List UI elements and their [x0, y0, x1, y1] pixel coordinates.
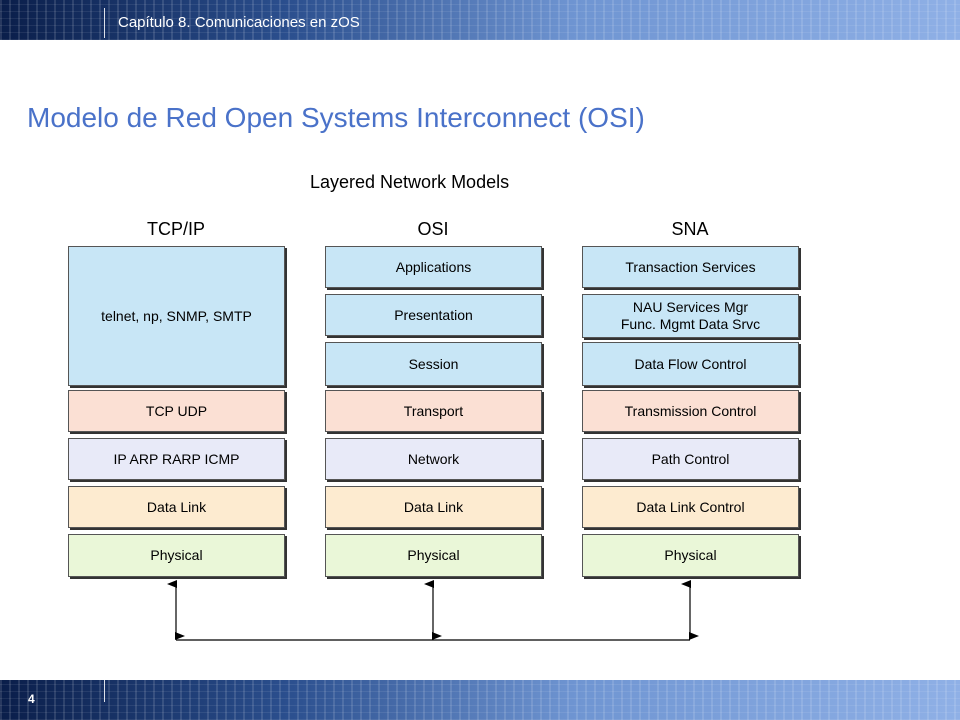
sna-layer-transmission-control: Transmission Control	[582, 390, 799, 432]
diagram-title: Layered Network Models	[310, 172, 510, 192]
tcpip-layer-application: telnet, np, SNMP, SMTP	[68, 246, 285, 386]
tcpip-layer-network: IP ARP RARP ICMP	[68, 438, 285, 480]
header-banner: Capítulo 8. Comunicaciones en zOS	[0, 0, 960, 40]
sna-layer-data-flow-control: Data Flow Control	[582, 342, 799, 386]
banner-divider	[104, 680, 105, 702]
page-number: 4	[28, 692, 35, 706]
footer-banner: 4	[0, 680, 960, 720]
tcpip-layer-physical: Physical	[68, 534, 285, 577]
banner-texture	[0, 680, 960, 720]
tcpip-layer-datalink: Data Link	[68, 486, 285, 528]
sna-layer-transaction-services: Transaction Services	[582, 246, 799, 288]
banner-texture	[0, 0, 960, 40]
osi-layer-transport: Transport	[325, 390, 542, 432]
sna-layer-path-control: Path Control	[582, 438, 799, 480]
osi-layer-presentation: Presentation	[325, 294, 542, 336]
sna-layer-data-link-control: Data Link Control	[582, 486, 799, 528]
column-header-tcpip: TCP/IP	[146, 219, 205, 239]
sna-layer-physical: Physical	[582, 534, 799, 577]
chapter-title: Capítulo 8. Comunicaciones en zOS	[118, 14, 360, 31]
slide-title: Modelo de Red Open Systems Interconnect …	[27, 102, 645, 133]
osi-layer-session: Session	[325, 342, 542, 386]
osi-layer-network: Network	[325, 438, 542, 480]
osi-layer-applications: Applications	[325, 246, 542, 288]
osi-layer-physical: Physical	[325, 534, 542, 577]
tcpip-layer-transport: TCP UDP	[68, 390, 285, 432]
banner-divider	[104, 8, 105, 38]
column-header-osi: OSI	[417, 219, 449, 239]
osi-layer-datalink: Data Link	[325, 486, 542, 528]
sna-layer-nau-services: NAU Services Mgr Func. Mgmt Data Srvc	[582, 294, 799, 338]
column-header-sna: SNA	[671, 219, 709, 239]
